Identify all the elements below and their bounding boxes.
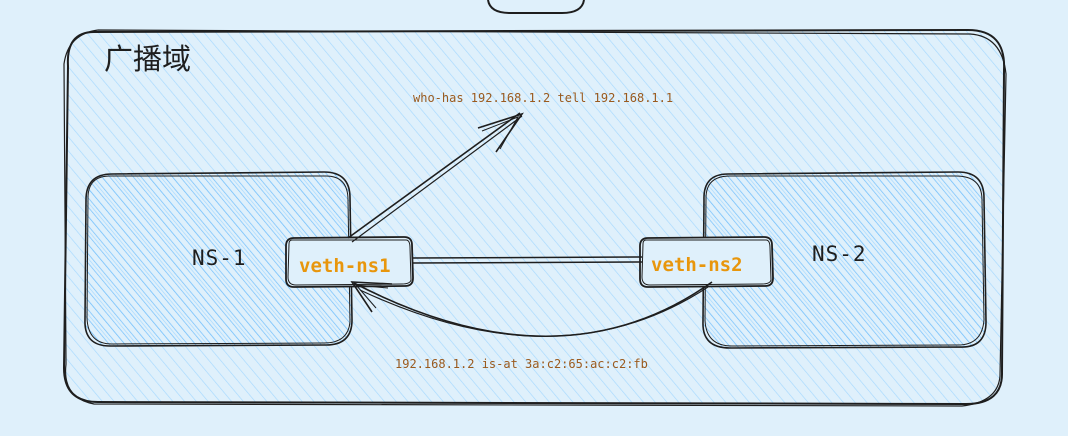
top-edge-shape <box>487 0 585 14</box>
ns-2-box <box>702 171 987 349</box>
veth-ns1-box <box>285 236 414 288</box>
broadcast-domain-title: 广播域 <box>104 42 192 76</box>
veth-link <box>411 256 643 264</box>
veth-ns2-label: veth-ns2 <box>651 254 743 276</box>
arp-request-arrow <box>347 112 524 243</box>
veth-ns1-label: veth-ns1 <box>299 255 391 277</box>
arp-request-text: who-has 192.168.1.2 tell 192.168.1.1 <box>413 91 674 105</box>
arp-reply-arrow <box>350 281 713 338</box>
ns-2-label: NS-2 <box>812 242 867 266</box>
veth-ns2-box <box>639 236 774 288</box>
ns-1-box <box>84 171 353 347</box>
ns-1-label: NS-1 <box>192 246 247 270</box>
arp-reply-text: 192.168.1.2 is-at 3a:c2:65:ac:c2:fb <box>395 357 648 371</box>
